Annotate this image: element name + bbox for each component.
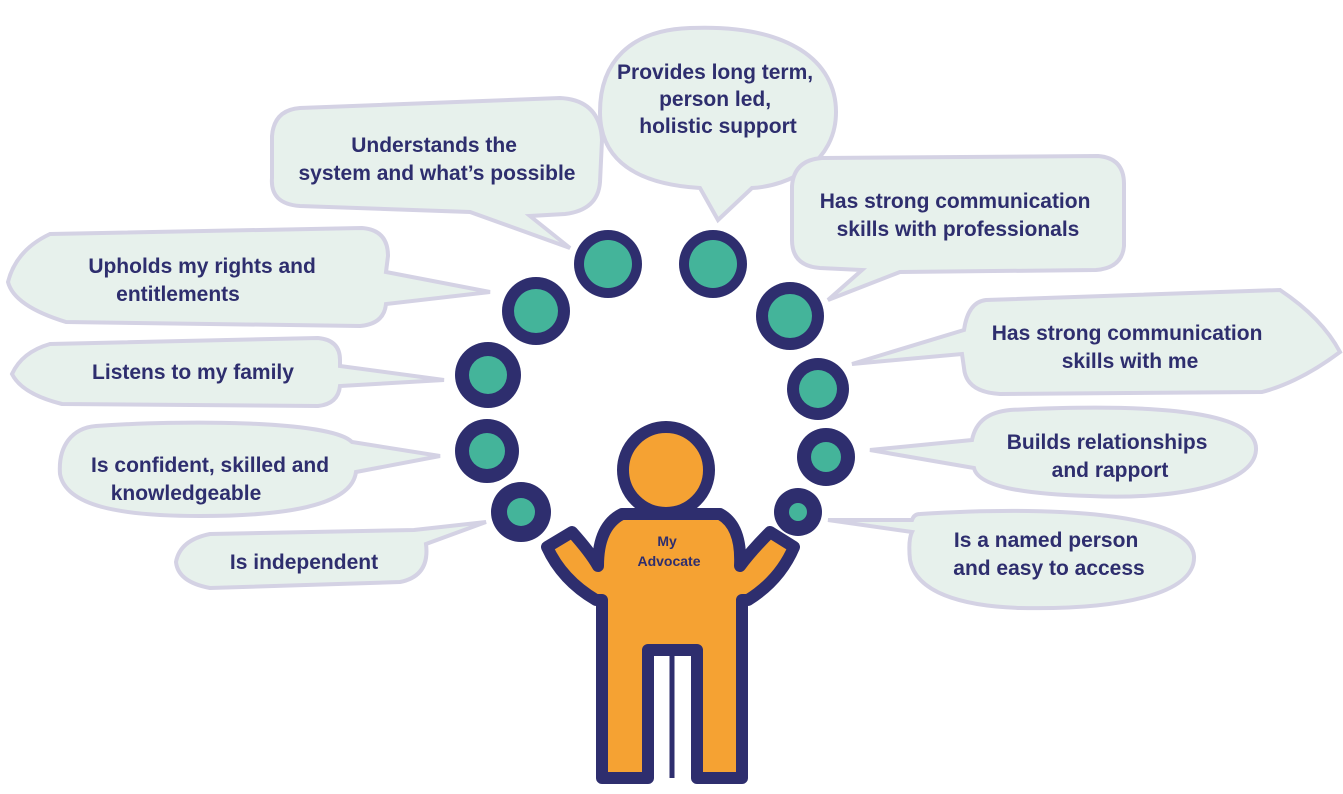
speech-bubble-comm-professionals: Has strong communication skills with pro… <box>790 153 1126 302</box>
svg-text:Understands the system a: Understands the system and what’s possib… <box>299 134 576 185</box>
speech-bubble-independent: Is independent <box>173 520 487 591</box>
ball-right-4 <box>797 428 855 486</box>
speech-bubble-long-term-line-1: Provides long term, <box>617 61 813 84</box>
ball-right-1 <box>679 230 747 298</box>
svg-text:Is a named person and ea: Is a named person and easy to access <box>953 529 1144 580</box>
ball-left-2 <box>502 277 570 345</box>
speech-bubble-comm-me-line-1: Has strong communication <box>992 322 1263 345</box>
speech-bubble-rights: Upholds my rights and entitlements <box>5 225 491 329</box>
speech-bubble-confident-line-2: knowledgeable <box>111 482 262 505</box>
speech-bubble-system-line-1: Understands the <box>351 134 517 157</box>
ball-left-5 <box>491 482 551 542</box>
speech-bubble-rights-line-1: Upholds my rights and <box>88 255 316 278</box>
speech-bubble-confident: Is confident, skilled and knowledgeable <box>57 420 441 519</box>
speech-bubble-comm-professionals-line-1: Has strong communication <box>820 190 1091 213</box>
ball-right-5 <box>774 488 822 536</box>
speech-bubble-confident-line-1: Is confident, skilled and <box>91 454 329 477</box>
person-label-line-1: My <box>657 533 677 549</box>
svg-text:Is independent: Is independent <box>230 551 378 574</box>
svg-text:Upholds my rights and en: Upholds my rights and entitlements <box>88 255 321 306</box>
speech-bubble-independent-line-1: Is independent <box>230 551 378 574</box>
speech-bubble-family: Listens to my family <box>9 335 445 409</box>
svg-text:My Advocate: My Advocate <box>637 533 700 569</box>
advocate-person-figure: My Advocate <box>541 421 800 784</box>
speech-bubble-named-person-line-2: and easy to access <box>953 557 1144 580</box>
speech-bubble-system-line-2: system and what’s possible <box>299 162 576 185</box>
speech-bubble-rights-line-2: entitlements <box>116 283 240 306</box>
speech-bubble-long-term-line-2: person led, <box>659 88 771 111</box>
svg-text:Has strong communication: Has strong communication skills with pro… <box>820 190 1097 241</box>
person-label-line-2: Advocate <box>637 553 700 569</box>
svg-text:Provides long term, pers: Provides long term, person led, holistic… <box>617 61 819 138</box>
speech-bubble-comm-professionals-line-2: skills with professionals <box>837 218 1080 241</box>
speech-bubble-relationships-line-1: Builds relationships <box>1007 431 1208 454</box>
speech-bubble-system: Understands the system and what’s possib… <box>269 95 605 250</box>
speech-bubble-named-person-line-1: Is a named person <box>954 529 1138 552</box>
person-head <box>617 421 715 519</box>
ball-left-1 <box>574 230 642 298</box>
ball-right-2 <box>756 282 824 350</box>
ball-right-3 <box>787 358 849 420</box>
speech-bubble-relationships-line-2: and rapport <box>1052 459 1169 482</box>
juggling-balls <box>455 230 855 542</box>
svg-text:Is confident, skilled and: Is confident, skilled and knowledgeable <box>91 454 335 505</box>
person-body <box>541 508 800 784</box>
svg-text:Builds relationships and: Builds relationships and rapport <box>1007 431 1214 482</box>
svg-text:Listens to my family: Listens to my family <box>92 361 294 384</box>
speech-bubble-long-term: Provides long term, person led, holistic… <box>597 25 839 224</box>
ball-left-3 <box>455 342 521 408</box>
svg-text:Has strong communication: Has strong communication skills with me <box>992 322 1269 373</box>
speech-bubble-relationships: Builds relationships and rapport <box>869 405 1259 499</box>
ball-left-4 <box>455 419 519 483</box>
speech-bubble-long-term-line-3: holistic support <box>639 115 797 138</box>
speech-bubble-comm-me-line-2: skills with me <box>1062 350 1199 373</box>
speech-bubble-family-line-1: Listens to my family <box>92 361 294 384</box>
speech-bubble-comm-me: Has strong communication skills with me <box>851 287 1343 397</box>
speech-bubble-named-person: Is a named person and easy to access <box>827 509 1197 611</box>
